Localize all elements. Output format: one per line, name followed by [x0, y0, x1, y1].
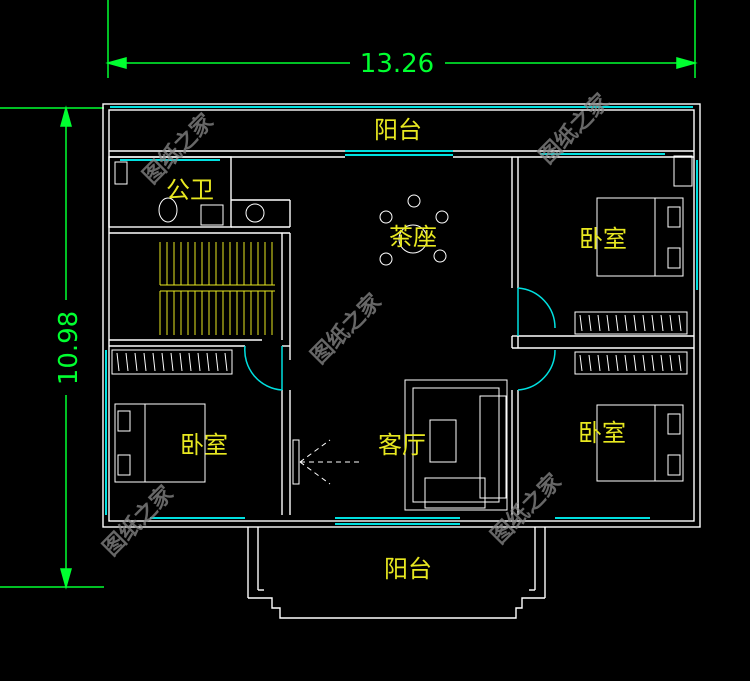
watermark-5: 图纸之家 [486, 468, 567, 549]
room-label-bedroom-w: 卧室 [180, 431, 228, 459]
wardrobe-hanger [134, 352, 138, 372]
tv-sightline [299, 439, 360, 485]
room-label-tea-area: 茶座 [389, 223, 437, 251]
wardrobe-hanger [597, 314, 601, 332]
wardrobe-hanger [669, 354, 673, 372]
room-label-public-bath: 公卫 [166, 176, 214, 204]
room-label-living-room: 客厅 [378, 431, 426, 459]
watermarks: 图纸之家 图纸之家 图纸之家 图纸之家 图纸之家 [98, 88, 615, 561]
wardrobe-hanger [651, 314, 655, 332]
wardrobe-hanger [678, 354, 682, 372]
windows [105, 106, 698, 525]
wardrobe-hanger [633, 354, 637, 372]
watermark-3: 图纸之家 [306, 288, 387, 369]
wardrobe-hanger [660, 354, 664, 372]
wardrobe-hanger [579, 354, 583, 372]
room-label-balcony-top: 阳台 [374, 116, 422, 144]
wardrobe-hanger [624, 314, 628, 332]
furniture [111, 155, 693, 511]
wardrobe-hanger [597, 354, 601, 372]
wardrobe-hanger [143, 352, 147, 372]
wardrobe-hanger [588, 314, 592, 332]
wardrobe-hanger [188, 352, 192, 372]
wardrobe-hanger [606, 314, 610, 332]
room-label-bedroom-se: 卧室 [578, 419, 626, 447]
wardrobe-hanger [579, 314, 583, 332]
wardrobe-hanger [215, 352, 219, 372]
wardrobe-hanger [224, 352, 228, 372]
wardrobe-hanger [206, 352, 210, 372]
stairs [159, 242, 275, 335]
height-dimension: 10.98 [54, 311, 84, 385]
wardrobe-hanger [588, 354, 592, 372]
wardrobe-hanger [624, 354, 628, 372]
width-dimension: 13.26 [360, 49, 434, 79]
wardrobe-hanger [678, 314, 682, 332]
wardrobe-hanger [116, 352, 120, 372]
wardrobe-hanger [660, 314, 664, 332]
wardrobe-hanger [615, 314, 619, 332]
wardrobe-hanger [197, 352, 201, 372]
wardrobe-hanger [170, 352, 174, 372]
wardrobe-hanger [633, 314, 637, 332]
wardrobe-hanger [651, 354, 655, 372]
wardrobe-hanger [161, 352, 165, 372]
wardrobe-hanger [642, 314, 646, 332]
wardrobe-hanger [642, 354, 646, 372]
walls [102, 103, 701, 619]
wardrobe-hanger [606, 354, 610, 372]
wardrobe-hanger [669, 314, 673, 332]
room-label-balcony-bottom: 阳台 [384, 555, 432, 583]
wardrobe-hanger [152, 352, 156, 372]
dimension-lines [0, 0, 698, 590]
wardrobe-hanger [179, 352, 183, 372]
wardrobe-hanger [125, 352, 129, 372]
room-label-bedroom-ne: 卧室 [579, 225, 627, 253]
room-labels: 阳台 公卫 茶座 卧室 卧室 客厅 卧室 阳台 [166, 116, 627, 583]
wardrobe-hanger [615, 354, 619, 372]
doors [244, 287, 556, 391]
